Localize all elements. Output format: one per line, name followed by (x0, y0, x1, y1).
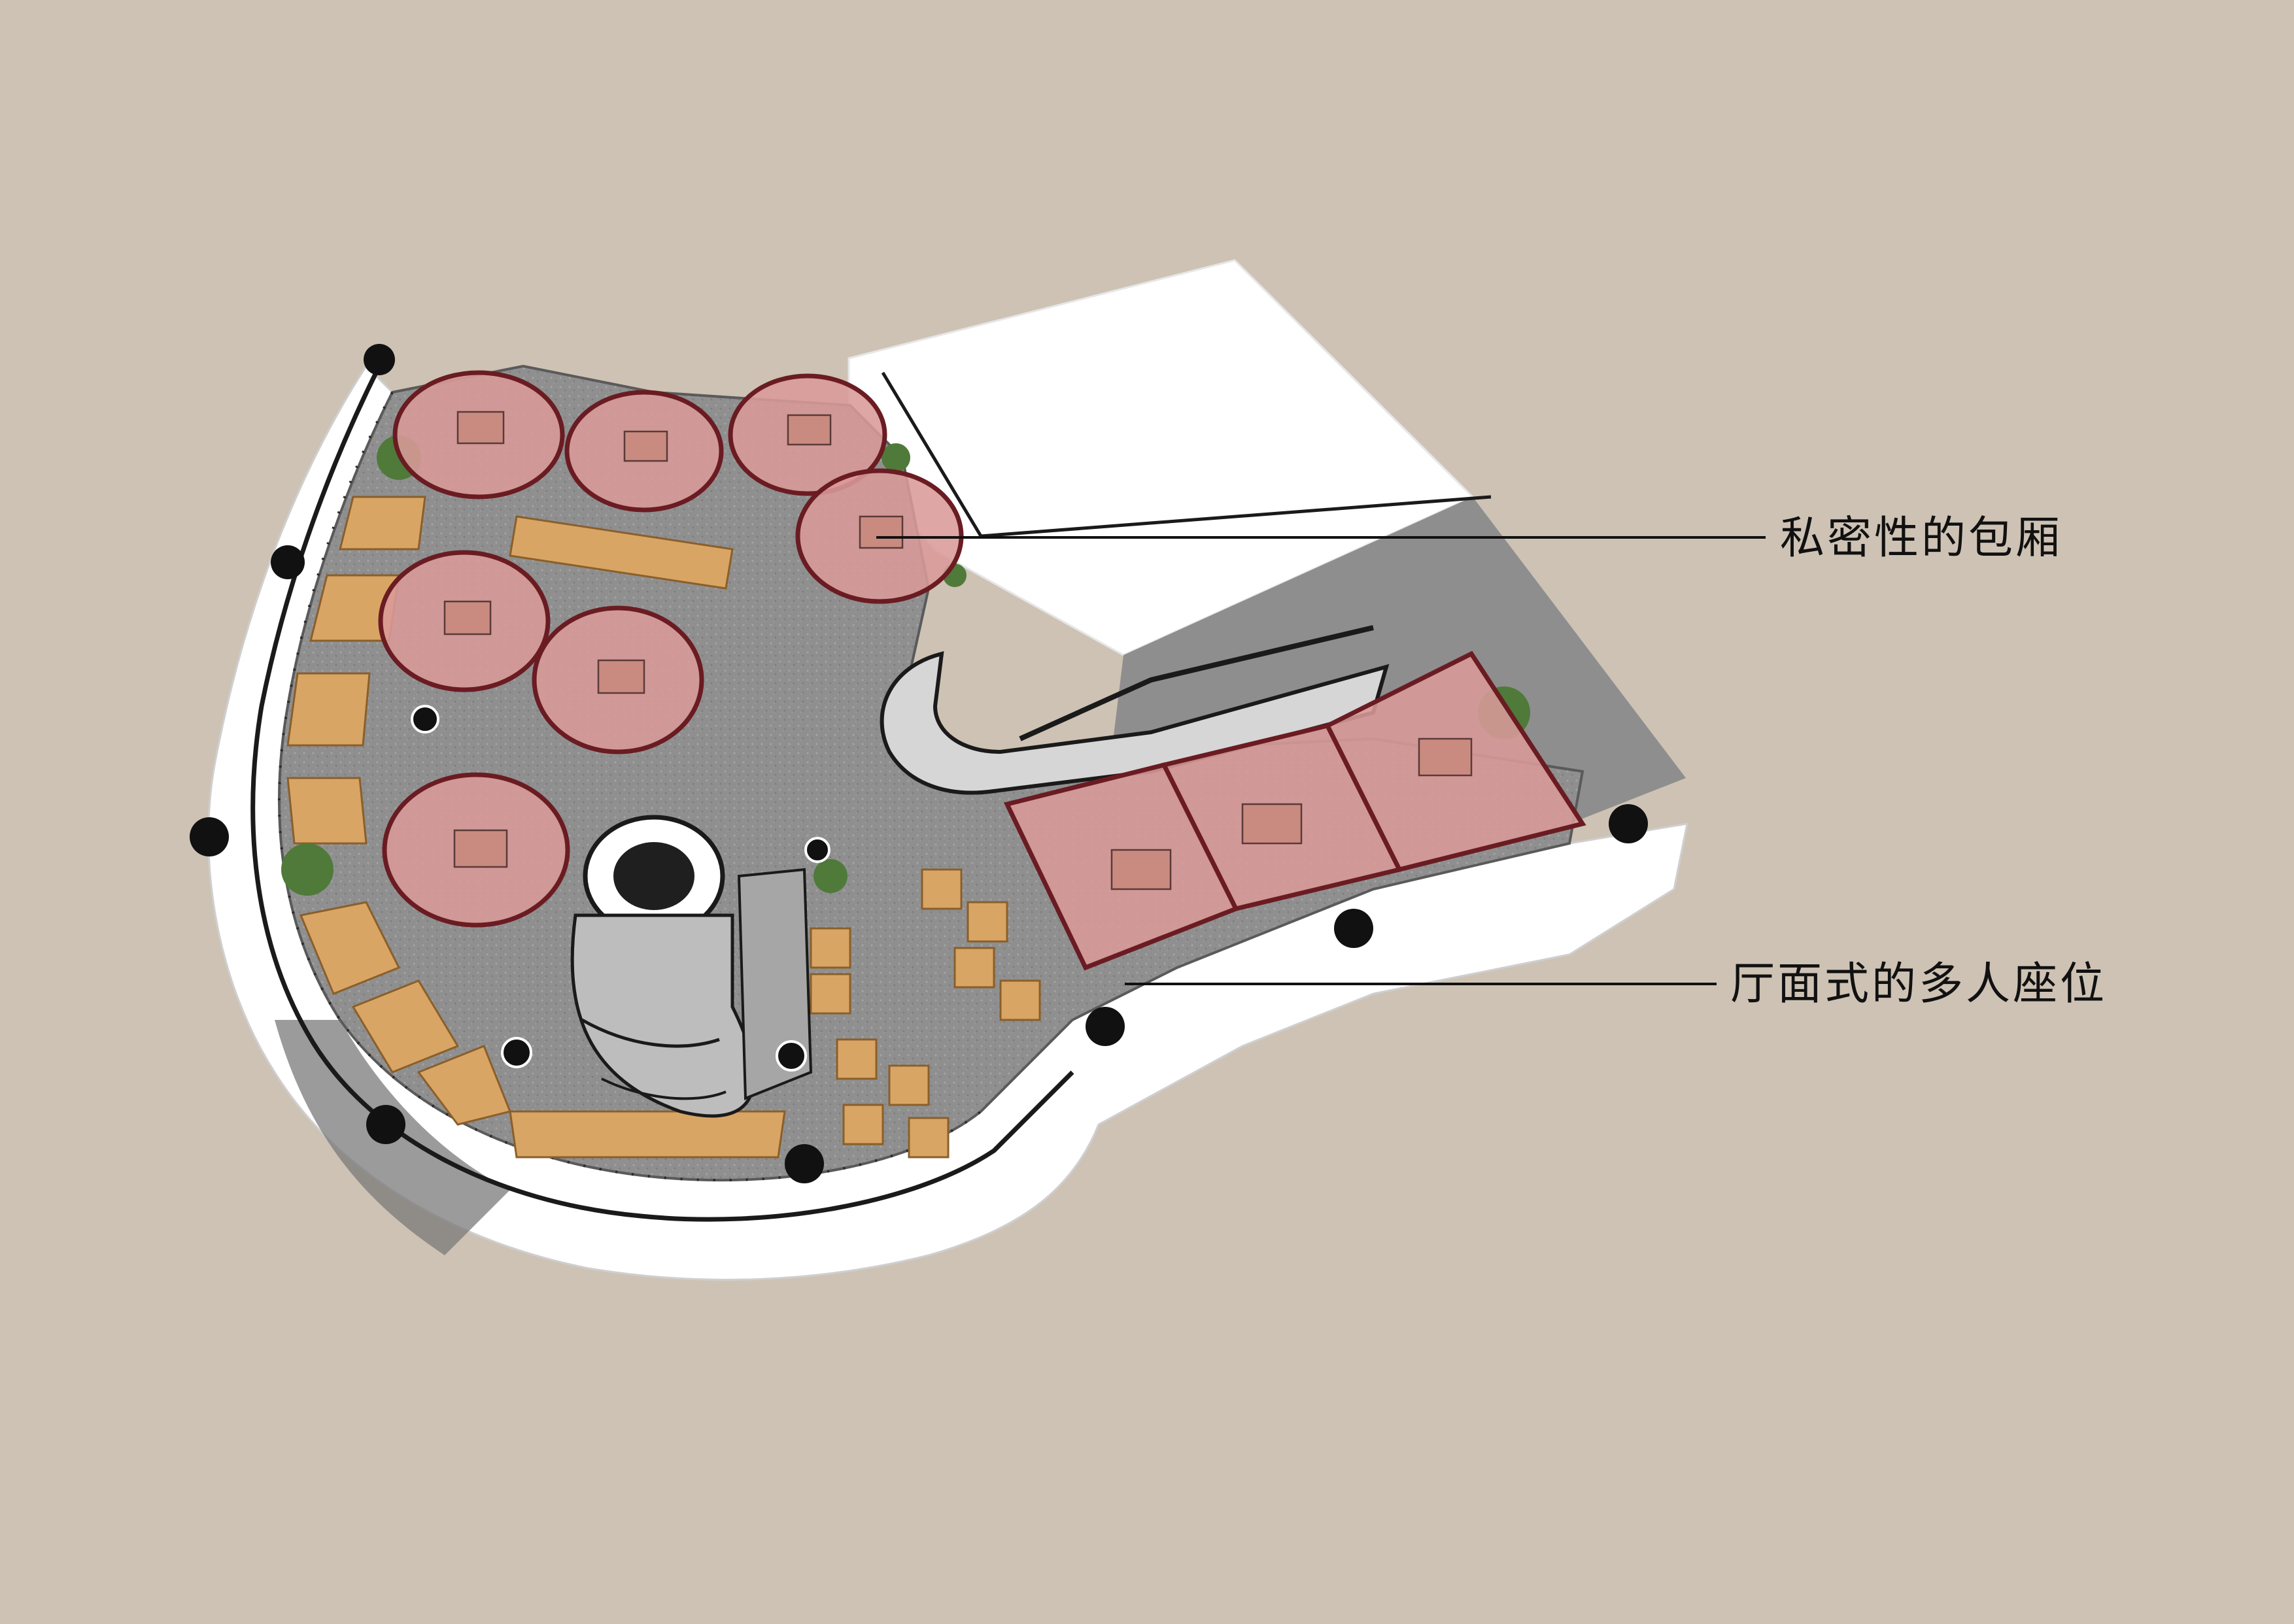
bar-counter (880, 651, 1390, 795)
hall-room-furniture (1110, 737, 1473, 890)
booth-furniture (443, 411, 904, 868)
callout-private-rooms: 私密性的包厢 (1780, 513, 2063, 564)
callout-hall-seating: 厅面式的多人座位 (1730, 958, 2108, 1010)
spiral-staircase (570, 815, 756, 1118)
bar-back-wall (1019, 625, 1374, 741)
bench-seating-left (286, 496, 786, 1159)
round-stools (411, 705, 830, 1072)
hall-tables (810, 868, 1041, 1159)
perimeter-railing (250, 365, 1074, 1222)
bench-seating-top (509, 515, 734, 590)
column-caps (190, 344, 1648, 1183)
